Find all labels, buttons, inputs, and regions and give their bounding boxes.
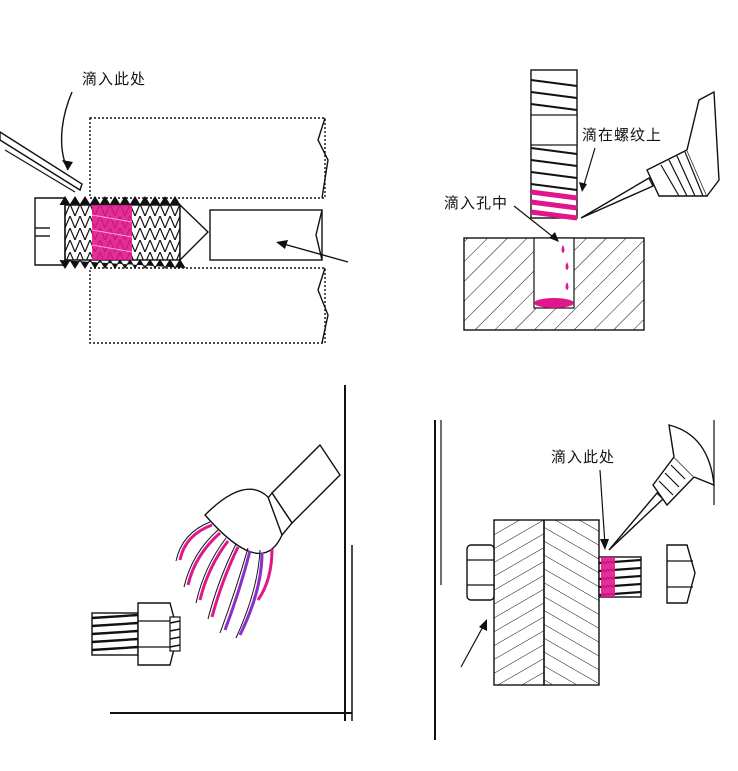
panel-screw-in-part: 滴入此处 — [0, 0, 369, 385]
spray-on-bolt-illustration — [91, 385, 353, 721]
adhesive-on-thread-end — [601, 557, 615, 597]
blind-hole — [533, 237, 575, 309]
adhesive-on-bolt — [530, 189, 578, 221]
applicator-nozzle-2 — [580, 177, 654, 219]
plate-left — [493, 519, 545, 686]
plate-right — [543, 519, 600, 686]
screw-tip — [179, 203, 209, 262]
nut-2 — [666, 544, 696, 604]
applicator-nozzle-3 — [608, 491, 665, 551]
upper-block — [89, 117, 326, 199]
label-drip-here-2: 滴入此处 — [551, 448, 616, 466]
screw-head — [34, 197, 66, 266]
lower-block — [89, 267, 326, 344]
panel-bolt-through-plates: 滴入此处 — [369, 385, 738, 771]
panel-spray-on-bolt — [0, 385, 369, 771]
label-drip-in-hole: 滴入孔中 — [444, 194, 509, 212]
spray-cone — [204, 488, 283, 554]
panel-bolt-into-hole: 滴在螺纹上 滴入孔中 — [369, 0, 738, 385]
bolt-head — [466, 544, 495, 601]
adhesive-in-hole — [534, 298, 574, 308]
applicator-nozzle — [0, 131, 83, 192]
adhesive-on-thread — [92, 205, 132, 260]
label-drip-here-1: 滴入此处 — [82, 70, 147, 88]
bolt-through-plates-illustration — [434, 420, 715, 740]
spray-streams — [178, 523, 274, 636]
screw-in-part-illustration — [0, 91, 349, 344]
label-drip-on-thread: 滴在螺纹上 — [582, 126, 663, 144]
bolt-into-hole-illustration — [463, 69, 720, 331]
